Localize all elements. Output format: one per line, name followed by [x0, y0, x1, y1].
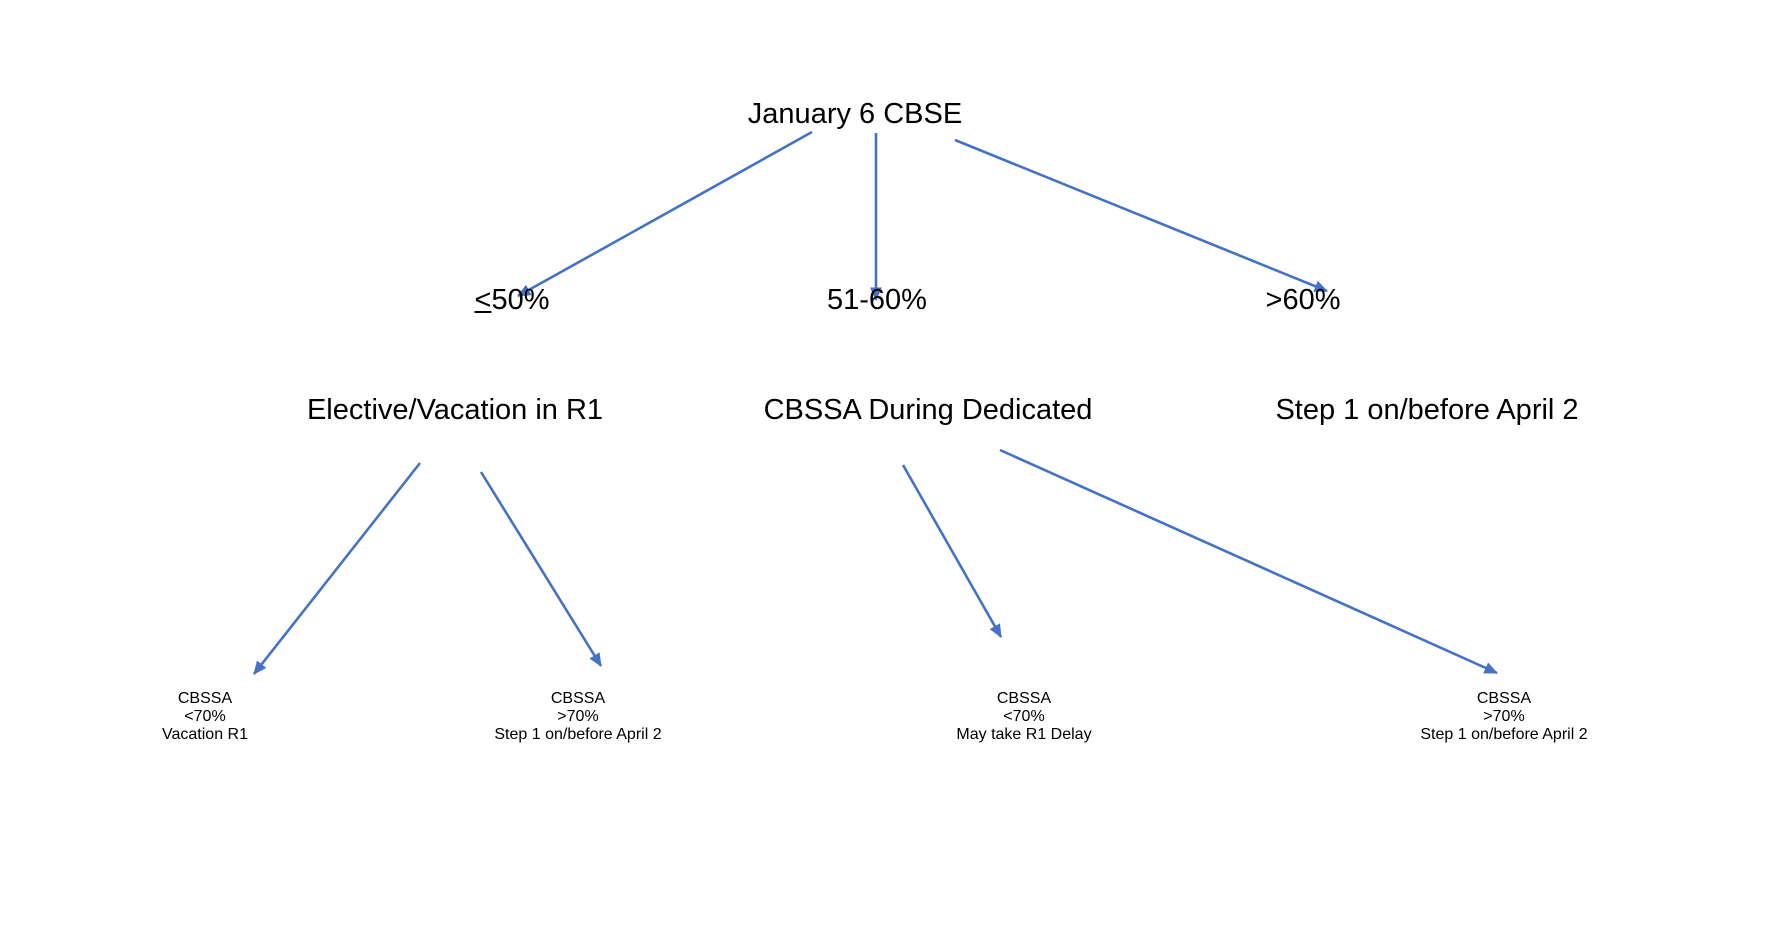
edge-dedicated-to-leaf4 — [999, 448, 1498, 675]
leaf-node-3: CBSSA <70% May take R1 Delay — [956, 690, 1091, 744]
leaf-node-2-line3: Step 1 on/before April 2 — [494, 726, 662, 743]
node-cbssa-during-dedicated-label: CBSSA During Dedicated — [763, 394, 1093, 426]
leaf-node-2: CBSSA >70% Step 1 on/before April 2 — [494, 690, 661, 744]
node-gt-60: >60% — [1266, 278, 1341, 323]
edge-elective-to-leaf1 — [252, 462, 422, 675]
leaf-node-1-line2: <70% — [184, 708, 226, 725]
node-elective-vacation-r1: Elective/Vacation in R1 — [307, 388, 603, 433]
node-51-60: 51-60% — [827, 278, 927, 323]
edge-elective-to-leaf2 — [479, 471, 603, 667]
leaf-node-2-line1: CBSSA — [550, 690, 606, 707]
node-cbssa-during-dedicated: CBSSA During Dedicated — [764, 388, 1093, 433]
leaf-node-4: CBSSA >70% Step 1 on/before April 2 — [1420, 690, 1587, 744]
node-elective-vacation-r1-label: Elective/Vacation in R1 — [306, 394, 604, 426]
leaf-node-4-line3: Step 1 on/before April 2 — [1420, 726, 1588, 743]
edge-dedicated-to-leaf3 — [901, 464, 1003, 638]
node-lte-50-value: 50% — [491, 284, 550, 316]
node-lte-50: <50% — [475, 278, 550, 323]
node-gt-60-label: >60% — [1265, 284, 1341, 316]
leaf-node-3-line2: <70% — [1003, 708, 1045, 725]
leaf-node-4-line1: CBSSA — [1476, 690, 1532, 707]
edge-root-to-gt60 — [954, 138, 1329, 293]
leaf-node-2-line2: >70% — [557, 708, 599, 725]
node-lte-50-operator: < — [474, 284, 492, 316]
leaf-node-1-line3: Vacation R1 — [162, 726, 248, 743]
node-root-label: January 6 CBSE — [747, 98, 963, 130]
node-step1-on-before-april-2: Step 1 on/before April 2 — [1275, 388, 1578, 433]
leaf-node-1: CBSSA <70% Vacation R1 — [162, 690, 248, 744]
node-root: January 6 CBSE — [748, 92, 962, 137]
leaf-node-1-line1: CBSSA — [177, 690, 233, 707]
leaf-node-3-line1: CBSSA — [996, 690, 1052, 707]
leaf-node-3-line3: May take R1 Delay — [956, 726, 1092, 743]
node-51-60-label: 51-60% — [827, 284, 927, 316]
leaf-node-4-line2: >70% — [1483, 708, 1525, 725]
edge-root-to-lte50 — [517, 130, 813, 298]
node-step1-on-before-april-2-label: Step 1 on/before April 2 — [1275, 394, 1579, 426]
